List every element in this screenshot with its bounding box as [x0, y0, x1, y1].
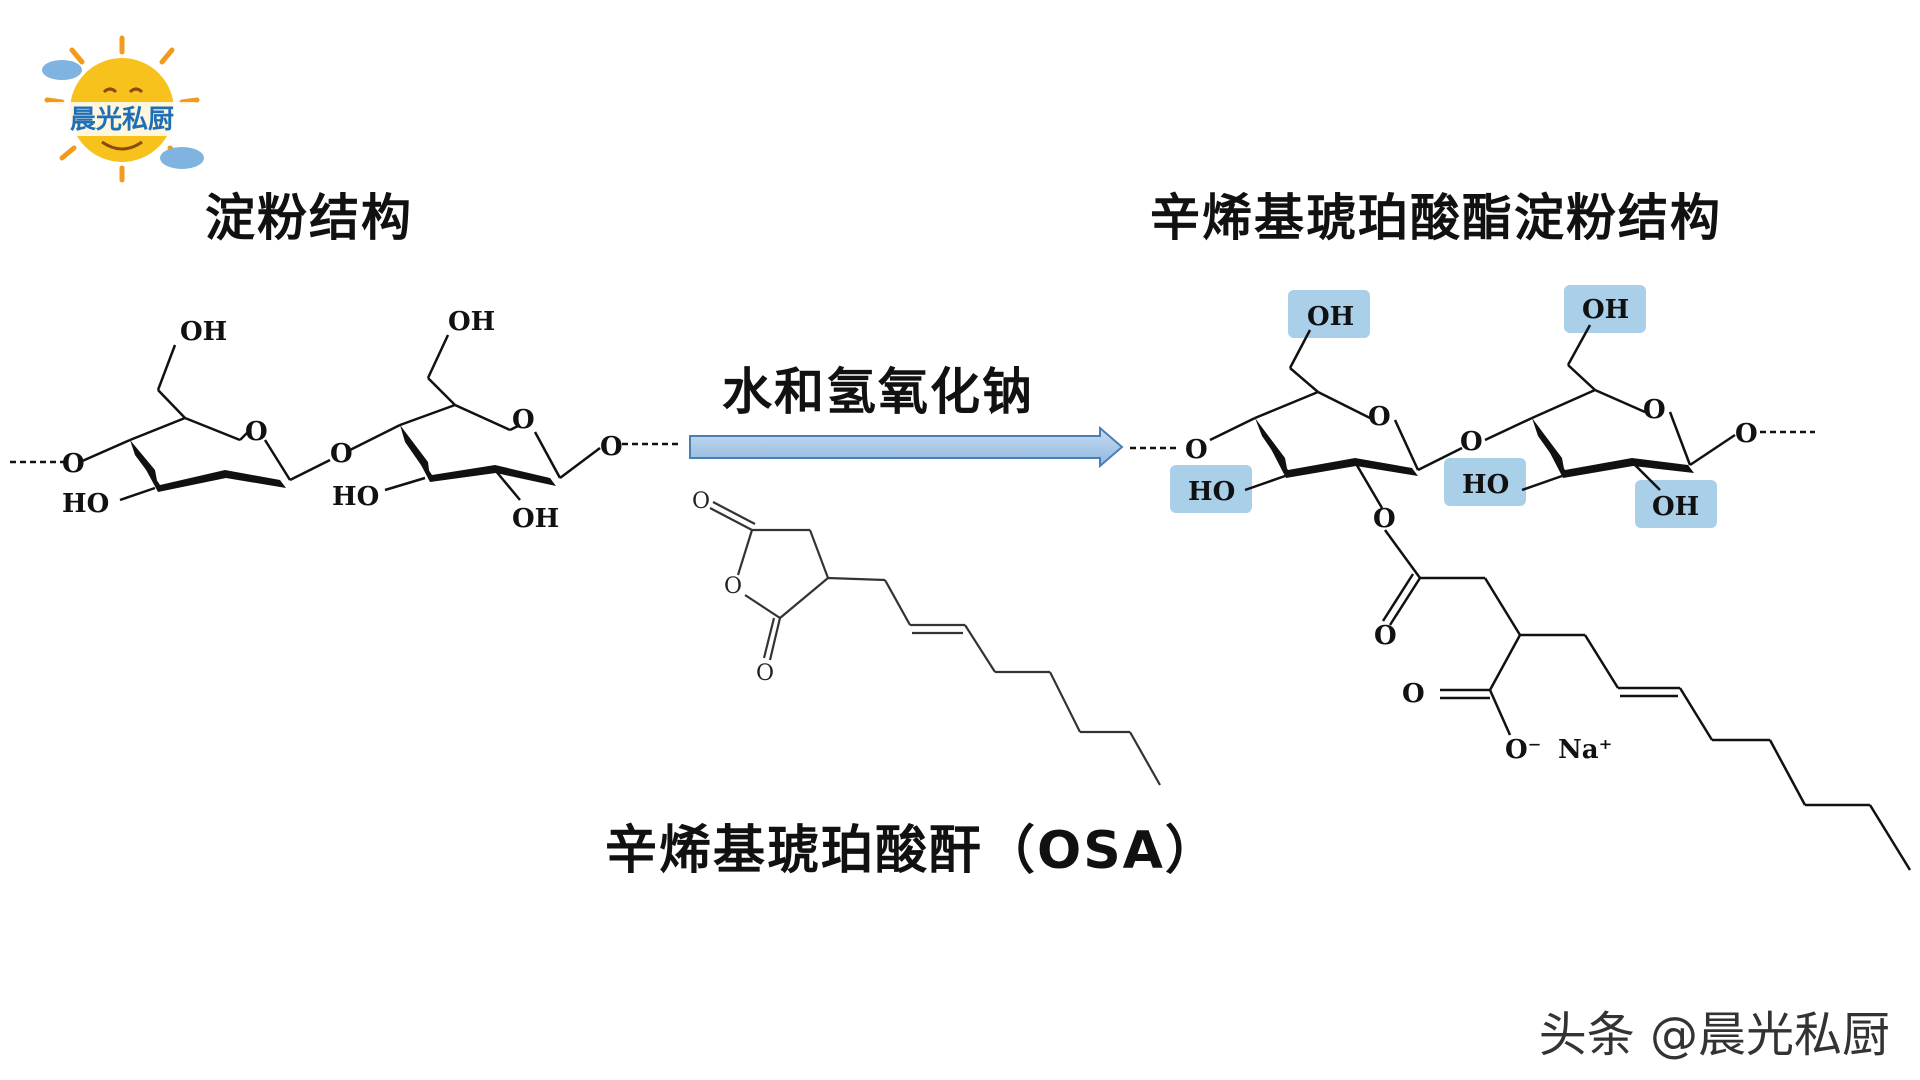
svg-text:O: O — [1643, 395, 1666, 425]
svg-text:O: O — [1185, 435, 1208, 465]
svg-text:HO: HO — [332, 482, 379, 512]
highlight-boxes — [1170, 285, 1717, 528]
svg-text:OH: OH — [1582, 295, 1629, 325]
svg-text:OH: OH — [180, 317, 227, 347]
svg-text:Na⁺: Na⁺ — [1558, 735, 1612, 765]
svg-text:O: O — [62, 449, 85, 479]
svg-text:OH: OH — [448, 307, 495, 337]
logo-text: 晨光私厨 — [70, 105, 174, 135]
svg-text:O: O — [245, 417, 268, 447]
watermark: 头条 @晨光私厨 — [1538, 1007, 1890, 1063]
svg-text:HO: HO — [1462, 470, 1509, 500]
osa-starch-atom-labels: O O OH OH HO O O HO OH O O O O O⁻ Na⁺ — [1185, 295, 1758, 765]
osa-starch-molecule — [1130, 324, 1912, 871]
svg-text:O: O — [1735, 419, 1758, 449]
osa-label: 辛烯基琥珀酸酐（OSA） — [605, 821, 1219, 881]
svg-text:O: O — [1460, 427, 1483, 457]
svg-text:O: O — [724, 574, 742, 599]
svg-text:OH: OH — [512, 504, 559, 534]
starch-structure-title: 淀粉结构 — [205, 189, 413, 247]
starch-molecule — [10, 334, 680, 502]
svg-text:OH: OH — [1307, 302, 1354, 332]
svg-text:O: O — [1374, 621, 1397, 651]
svg-text:O: O — [330, 439, 353, 469]
svg-text:O: O — [1402, 679, 1425, 709]
svg-text:O: O — [1373, 504, 1396, 534]
reagent-label: 水和氢氧化钠 — [722, 363, 1034, 421]
svg-text:O: O — [1368, 402, 1391, 432]
chenguang-logo: 晨光私厨 — [42, 35, 204, 183]
osa-starch-structure-title: 辛烯基琥珀酸酯淀粉结构 — [1150, 189, 1722, 247]
svg-text:O⁻: O⁻ — [1505, 735, 1541, 765]
osa-molecule — [709, 501, 1161, 786]
smile-icon — [102, 87, 144, 94]
svg-text:O: O — [756, 661, 774, 686]
starch-atom-labels: O O OH HO O O OH HO OH O — [62, 307, 623, 534]
svg-text:O: O — [692, 489, 710, 514]
svg-text:OH: OH — [1652, 492, 1699, 522]
svg-text:O: O — [600, 432, 623, 462]
svg-text:HO: HO — [62, 489, 109, 519]
reaction-arrow — [689, 425, 1124, 469]
svg-text:HO: HO — [1188, 477, 1235, 507]
cloud-icon — [42, 60, 82, 80]
svg-text:O: O — [512, 405, 535, 435]
osa-atom-labels: O O O — [692, 489, 774, 686]
cloud-icon — [160, 147, 204, 169]
